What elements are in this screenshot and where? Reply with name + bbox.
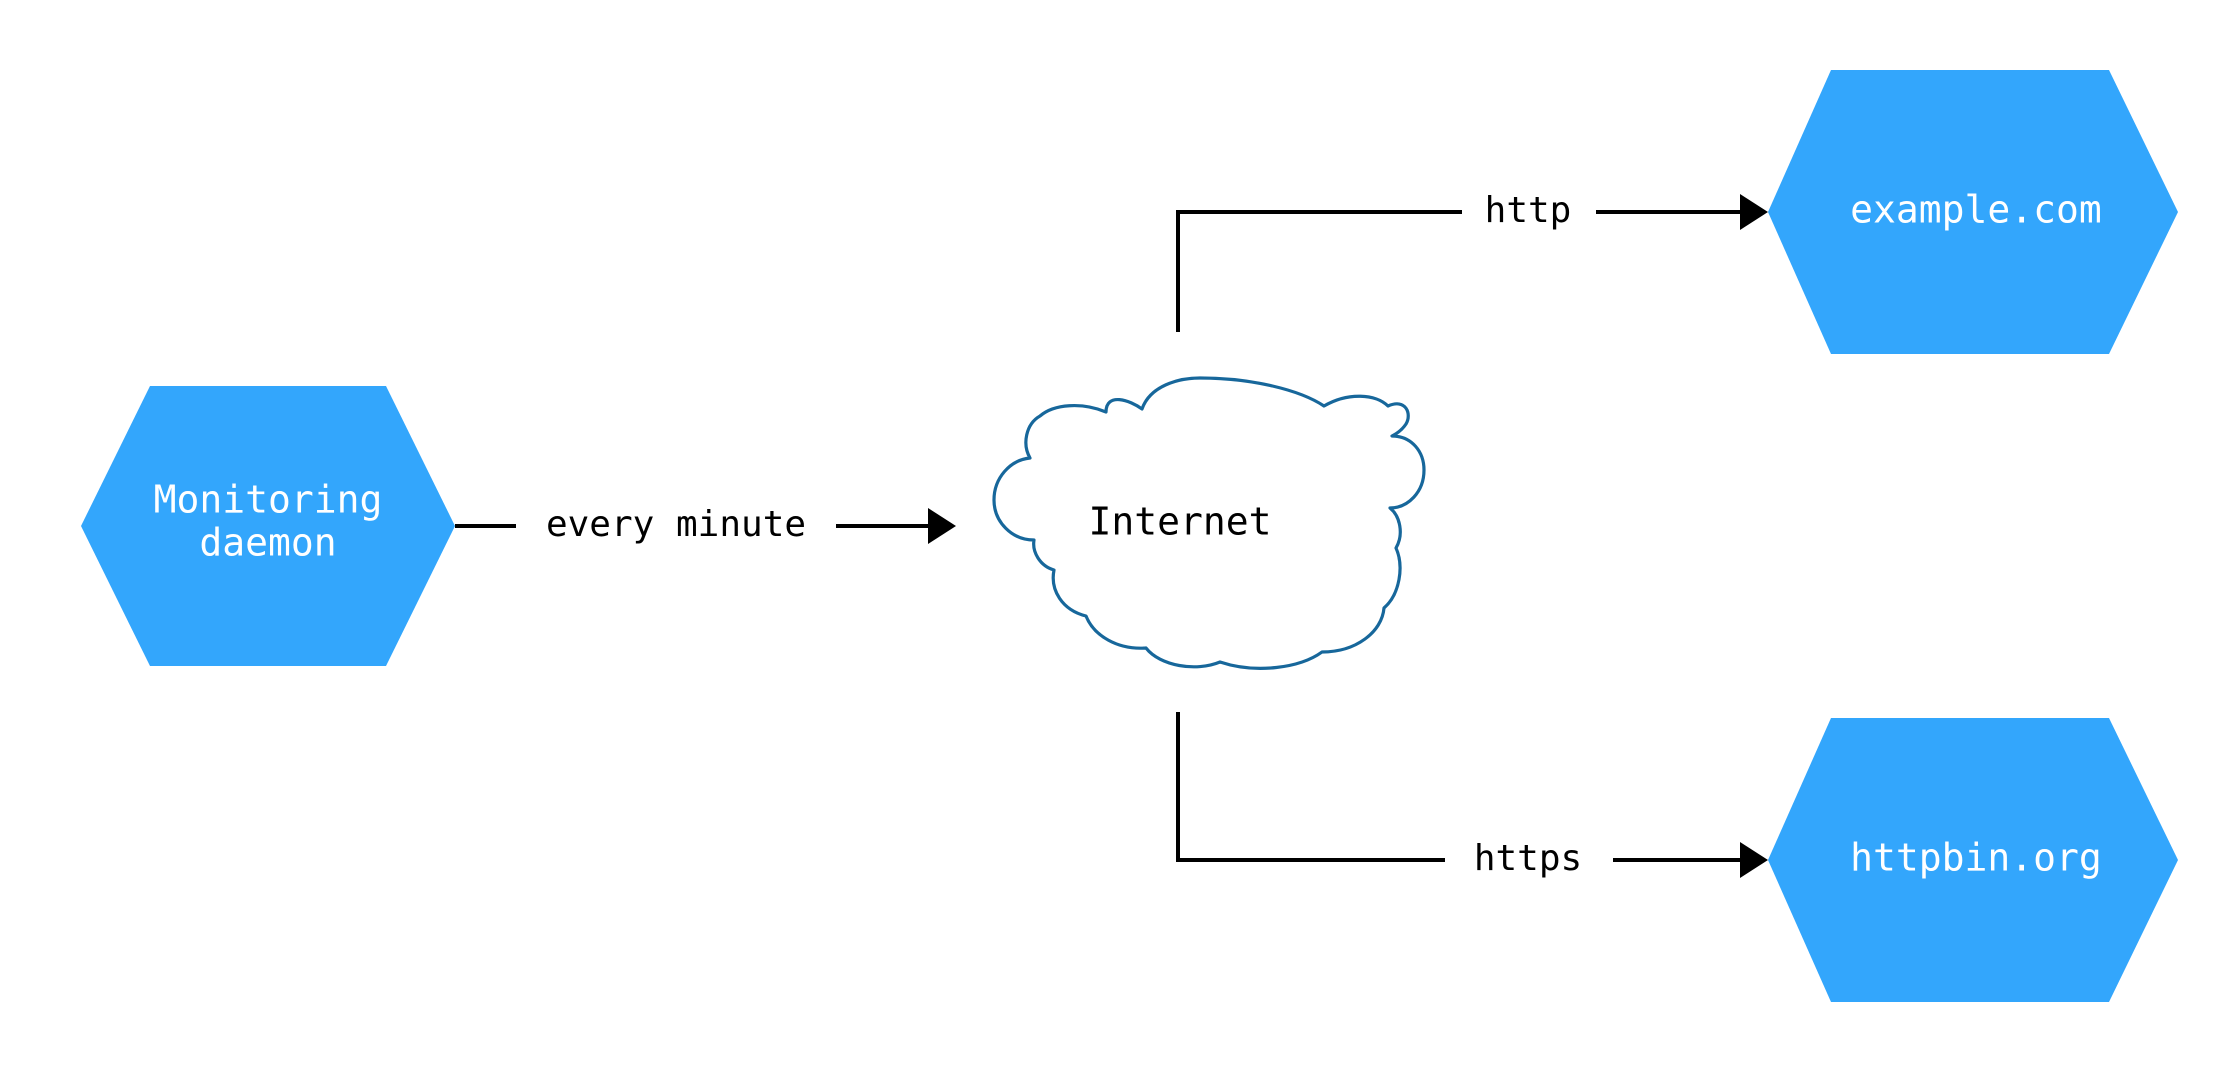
node-monitoring-daemon[interactable]: Monitoring daemon [81,386,455,666]
edge-line-segment [1176,210,1462,332]
node-label-monitoring-daemon-line2: daemon [199,521,336,565]
edge-internet-to-httpbin: https [1176,712,1768,879]
node-label-example-com: example.com [1850,188,2102,232]
hexagon-shape[interactable] [1768,718,2178,1002]
edge-daemon-to-internet: every minute [455,504,956,545]
arrowhead-icon [928,508,956,544]
node-label-monitoring-daemon-line1: Monitoring [154,478,383,522]
node-internet[interactable]: Internet [992,376,1426,670]
arrowhead-icon [1740,194,1768,230]
node-label-httpbin-org: httpbin.org [1850,836,2102,880]
edge-label-https: https [1474,838,1582,879]
edge-label-every-minute: every minute [546,504,806,545]
hexagon-shape[interactable] [1768,70,2178,354]
arrowhead-icon [1740,842,1768,878]
hexagon-shape[interactable] [81,386,455,666]
node-example-com[interactable]: example.com [1768,70,2178,354]
edge-internet-to-example: http [1176,190,1768,332]
node-httpbin-org[interactable]: httpbin.org [1768,718,2178,1002]
edge-line-segment [1176,712,1445,862]
edge-label-http: http [1485,190,1572,231]
cloud-shape[interactable] [992,376,1426,670]
node-label-internet: Internet [1088,500,1271,544]
